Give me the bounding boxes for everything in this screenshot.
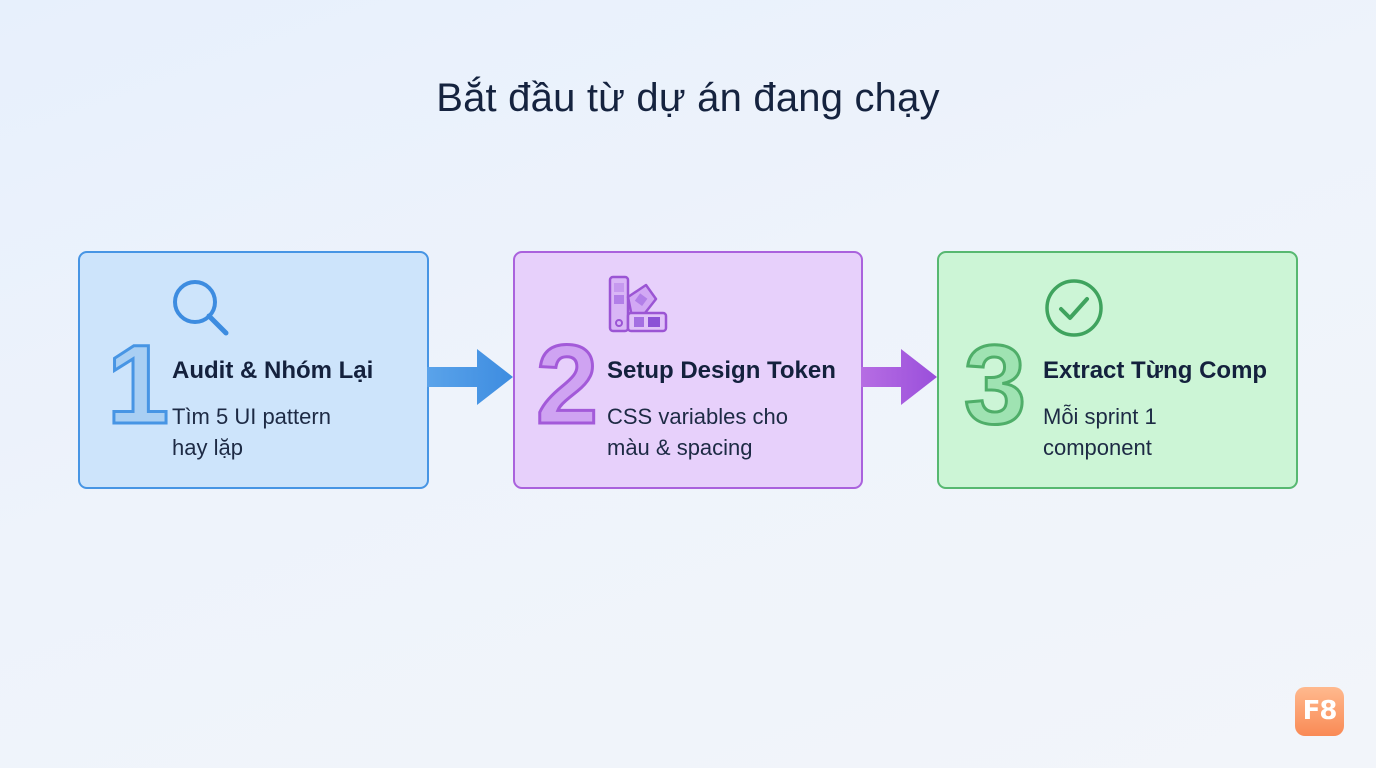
step-card-2: 2 Setup Design Token CSS variables cho m… <box>513 251 863 489</box>
step-card-1: 1 Audit & Nhóm Lại Tìm 5 UI pattern hay … <box>78 251 429 489</box>
step-description: CSS variables cho màu & spacing <box>607 401 788 463</box>
arrow-right-icon <box>427 349 513 405</box>
step-heading: Setup Design Token <box>607 357 836 384</box>
page-title: Bắt đầu từ dự án đang chạy <box>436 76 940 120</box>
step-description: Mỗi sprint 1 component <box>1043 401 1157 463</box>
f8-logo-badge: F8 <box>1295 687 1344 736</box>
step-heading: Extract Từng Comp <box>1043 357 1268 384</box>
magnifier-icon <box>173 280 229 336</box>
color-swatch-icon <box>608 275 668 333</box>
step-description-line: component <box>1043 435 1152 460</box>
step-number-3: 3 <box>962 331 1027 441</box>
step-heading: Audit & Nhóm Lại <box>172 357 374 384</box>
step-number-1: 1 <box>105 331 170 441</box>
step-description-line: CSS variables cho <box>607 404 788 429</box>
step-card-3: 3 Extract Từng Comp Mỗi sprint 1 compone… <box>937 251 1298 489</box>
svg-text:1: 1 <box>107 331 169 441</box>
svg-text:2: 2 <box>536 331 598 441</box>
step-description-line: Mỗi sprint 1 <box>1043 404 1157 429</box>
step-number-2: 2 <box>534 331 599 441</box>
step-description: Tìm 5 UI pattern hay lặp <box>172 401 331 463</box>
step-description-line: Tìm 5 UI pattern <box>172 404 331 429</box>
step-description-line: hay lặp <box>172 435 243 460</box>
check-circle-icon <box>1045 279 1103 337</box>
svg-text:3: 3 <box>964 331 1026 441</box>
arrow-right-icon <box>861 349 937 405</box>
step-description-line: màu & spacing <box>607 435 753 460</box>
